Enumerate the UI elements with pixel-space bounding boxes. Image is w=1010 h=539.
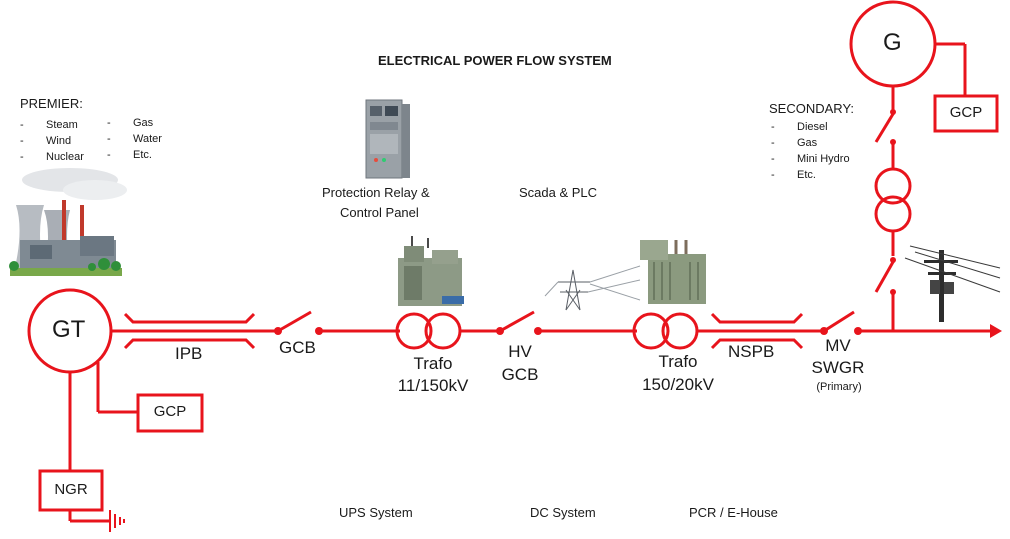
g-generator-label: G xyxy=(883,29,902,56)
utility-pole-icon xyxy=(904,245,1001,322)
trafo2-primary-coil xyxy=(632,312,670,350)
trafo1-label-line1: Trafo xyxy=(413,354,453,373)
hv-gcb-label-line1: HV xyxy=(508,342,532,361)
mv-swgr-label-line2: SWGR xyxy=(811,358,865,377)
trafo1-label-line2: 11/150kV xyxy=(397,376,469,395)
diagram-title: ELECTRICAL POWER FLOW SYSTEM xyxy=(378,53,612,68)
ipb-duct-bottom xyxy=(123,338,256,350)
gcp-main-label: GCP xyxy=(153,403,187,420)
transmission-tower-icon xyxy=(544,265,641,311)
gcp-secondary-label: GCP xyxy=(949,104,983,121)
list-item: Gas xyxy=(107,115,162,131)
gcb-switch xyxy=(277,310,312,333)
arrow-right-icon xyxy=(990,324,1002,338)
mv-swgr-label-line1: MV xyxy=(825,336,851,355)
scada-plc-label: Scada & PLC xyxy=(519,185,598,200)
ngr-box xyxy=(38,469,104,512)
ipb-duct-top xyxy=(123,312,256,324)
pcr-e-house-label: PCR / E-House xyxy=(689,505,778,520)
trafo3-upper-coil xyxy=(874,167,912,205)
power-plant-icon xyxy=(9,168,127,276)
trafo2-label-line2: 150/20kV xyxy=(642,375,714,394)
list-item: Nuclear xyxy=(20,149,84,165)
list-item: Diesel xyxy=(771,119,850,135)
nspb-label: NSPB xyxy=(728,342,775,361)
list-item: Etc. xyxy=(771,167,850,183)
generator-breaker-switch xyxy=(874,113,895,143)
secondary-list: Diesel Gas Mini Hydro Etc. xyxy=(771,119,850,183)
gcb-label: GCB xyxy=(279,338,316,357)
nspb-duct-bottom xyxy=(710,338,804,350)
mv-swgr-switch xyxy=(823,310,855,333)
control-panel-label: Control Panel xyxy=(340,205,419,220)
list-item: Etc. xyxy=(107,147,162,163)
premier-heading: PREMIER: xyxy=(20,96,83,111)
list-item: Mini Hydro xyxy=(771,151,850,167)
list-item: Steam xyxy=(20,117,84,133)
premier-list-col2: Gas Water Etc. xyxy=(107,115,162,163)
ups-system-label: UPS System xyxy=(339,505,413,520)
hv-gcb-label-line2: GCB xyxy=(501,365,539,384)
protection-relay-label: Protection Relay & xyxy=(322,185,430,200)
ipb-label: IPB xyxy=(175,344,203,363)
ground-icon xyxy=(109,510,125,532)
nspb-duct-top xyxy=(710,312,804,324)
premier-list-col1: Steam Wind Nuclear xyxy=(20,117,84,165)
trafo1-primary-coil xyxy=(395,312,433,350)
hv-gcb-switch xyxy=(499,310,535,333)
gt-generator-label: GT xyxy=(52,316,86,343)
control-panel-icon xyxy=(365,99,410,179)
ngr-label: NGR xyxy=(54,481,88,498)
dc-system-label: DC System xyxy=(530,505,596,520)
secondary-heading: SECONDARY: xyxy=(769,101,855,116)
secondary-breaker-switch xyxy=(874,261,895,293)
gcp-main-box xyxy=(136,393,204,433)
mv-swgr-label-line3: (Primary) xyxy=(816,381,862,393)
power-transformer-icon xyxy=(640,240,706,304)
list-item: Water xyxy=(107,131,162,147)
transformer-photo-icon xyxy=(398,236,464,306)
gcp-secondary-box xyxy=(933,94,999,133)
list-item: Gas xyxy=(771,135,850,151)
list-item: Wind xyxy=(20,133,84,149)
trafo2-label-line1: Trafo xyxy=(658,352,698,371)
